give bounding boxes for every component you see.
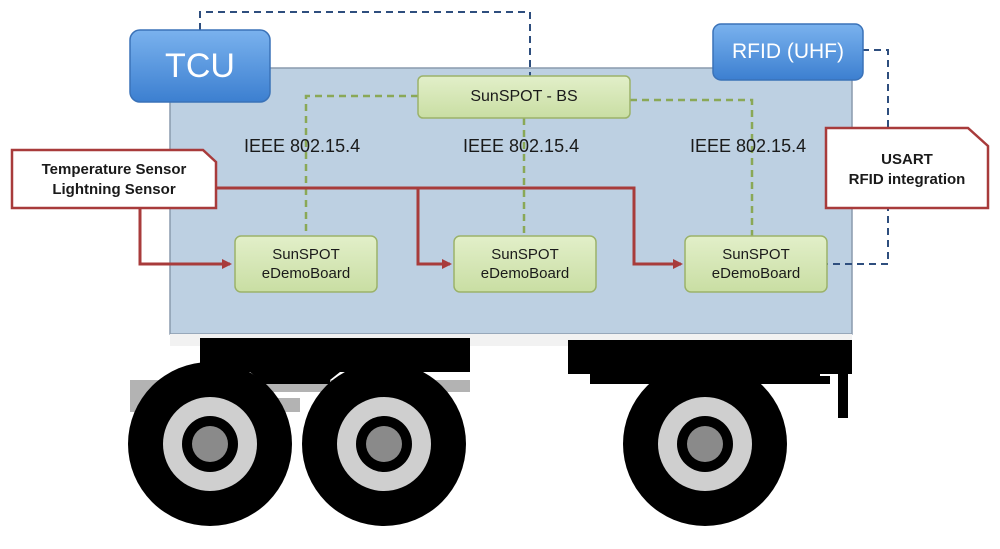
wheel-left [128, 362, 292, 526]
ieee-label-right: IEEE 802.15.4 [690, 136, 807, 156]
sensors-callout-label: Temperature Sensor Lightning Sensor [12, 160, 216, 200]
tcu-label: TCU [165, 46, 235, 85]
rfid-label: RFID (UHF) [732, 40, 844, 63]
sensors-callout-box [10, 148, 218, 210]
ieee-link-right [630, 98, 754, 236]
sensors-callout-line1: Temperature Sensor [41, 161, 187, 178]
tcu-box [129, 29, 271, 103]
sensors-callout-line2: Lightning Sensor [52, 181, 176, 198]
node-label-2-line1: SunSPOT [491, 246, 559, 263]
base-station-label: SunSPOT - BS [470, 88, 578, 105]
usart-callout-line1: USART [881, 151, 933, 168]
node-box-3 [684, 235, 828, 293]
sensor-arrows [138, 186, 683, 269]
node-label-3-line1: SunSPOT [722, 246, 790, 263]
node-label-1: SunSPOT eDemoBoard [235, 245, 377, 283]
ieee-label-left: IEEE 802.15.4 [244, 136, 361, 156]
node-label-2: SunSPOT eDemoBoard [454, 245, 596, 283]
node-label-3-line2: eDemoBoard [711, 265, 801, 282]
node-label-2-line2: eDemoBoard [480, 265, 570, 282]
node-label-3: SunSPOT eDemoBoard [685, 245, 827, 283]
node-box-2 [453, 235, 597, 293]
node-box-1 [234, 235, 378, 293]
node-label-1-line2: eDemoBoard [261, 265, 351, 282]
rfid-box [712, 23, 864, 81]
wheel-right [623, 362, 787, 526]
wheel-middle [302, 362, 466, 526]
ieee-label-middle: IEEE 802.15.4 [463, 136, 580, 156]
node-label-1-line1: SunSPOT [272, 246, 340, 263]
usart-callout-line2: RFID integration [848, 171, 966, 188]
base-station-box [417, 75, 631, 119]
usart-callout-label: USART RFID integration [826, 150, 988, 190]
usart-callout-box [824, 126, 990, 210]
tcu-rfid-link [199, 11, 531, 76]
